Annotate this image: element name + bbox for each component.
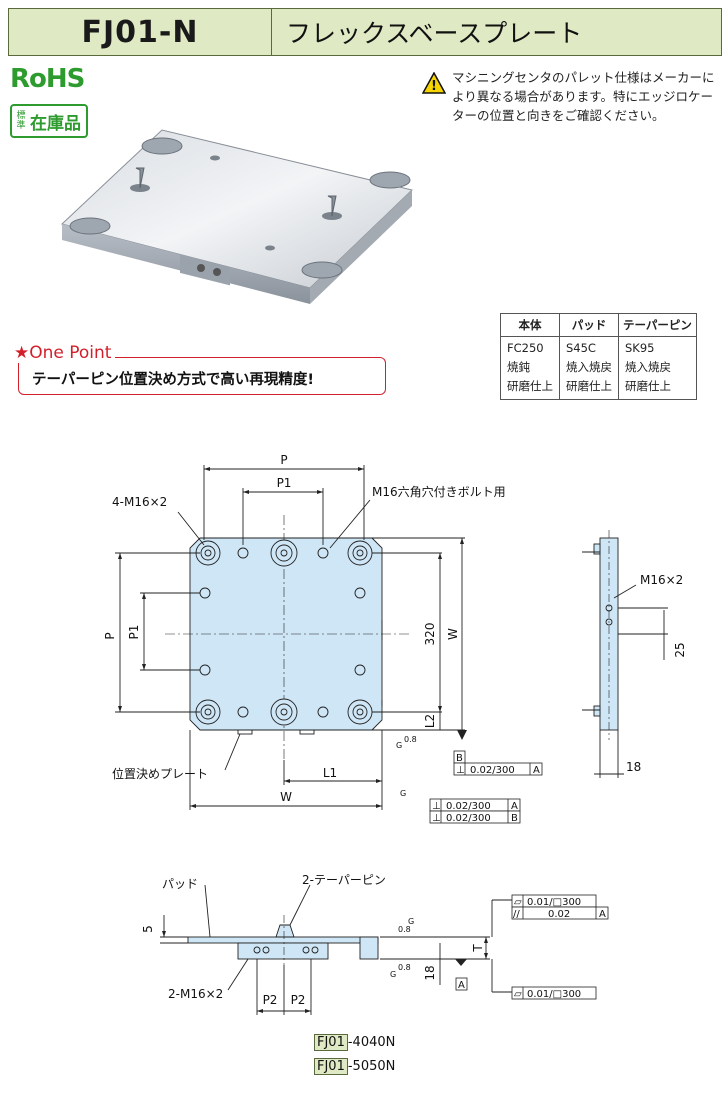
material-cell: 焼入焼戻 [618,358,697,377]
material-col-pad: パッド [559,313,619,337]
product-name: フレックスベースプレート [286,19,583,48]
tol-ref: A [599,909,606,920]
dim-P2-left: P2 [263,993,278,1007]
material-table: 本体 パッド テーパーピン FC250 S45C SK95 焼鈍 焼入焼戻 焼入… [500,313,697,400]
perp-symbol: ⊥ [456,765,465,776]
tol-parallel: 0.02 [548,909,570,920]
model-number: FJ01-5050N [314,1058,396,1075]
front-view-drawing: パッド 2-テーパーピン 5 2-M16×2 P2 P2 T 18 G 0.8 … [141,873,609,1015]
table-row: 焼鈍 焼入焼戻 焼入焼戻 [500,358,697,377]
front-tap-label: 2-M16×2 [168,987,223,1001]
dim-P: P [280,453,287,467]
one-point-box [18,357,386,395]
finish-value: 0.8 [404,735,417,744]
finish-value: 0.8 [398,925,411,934]
perp-symbol: ⊥ [432,801,441,812]
material-cell: SK95 [618,336,697,358]
tol-ref: A [533,765,540,776]
dim-L1: L1 [323,766,337,780]
material-col-body: 本体 [500,313,560,337]
table-row: 研磨仕上 研磨仕上 研磨仕上 [500,377,697,400]
datum-A: A [458,980,465,991]
model-suffix: -5050N [347,1059,396,1074]
model-number: FJ01-4040N [314,1034,396,1051]
material-cell: FC250 [500,336,560,358]
model-tag: FJ01 [314,1034,348,1051]
material-cell: 研磨仕上 [500,377,560,400]
front-dim-5: 5 [141,925,155,933]
bolt-note: M16六角穴付きボルト用 [372,484,506,499]
perp-symbol: ⊥ [432,813,441,824]
datum-B: B [456,753,463,764]
material-col-taper: テーパーピン [618,313,697,337]
svg-text:!: ! [431,79,437,94]
product-code: FJ01-N [9,9,272,55]
parallel-symbol: // [513,909,520,920]
stock-badge-small: 標準 [16,111,26,131]
tol-perp-2: 0.02/300 [446,801,491,812]
locator-label: 位置決めプレート [112,766,208,781]
side-tap: M16×2 [640,573,683,587]
warning-note: マシニングセンタのパレット仕様はメーカーにより異なる場合があります。特にエッジロ… [452,70,715,123]
finish-mark: G [408,917,414,926]
table-row: FC250 S45C SK95 [500,336,697,358]
dim-P1: P1 [277,476,292,490]
taper-pin-label: 2-テーパーピン [302,873,386,887]
dim-P1-left: P1 [127,625,141,640]
tol-ref: A [511,801,518,812]
dim-320: 320 [423,623,437,646]
tol-perp-3: 0.02/300 [446,813,491,824]
dim-P-left: P [103,632,117,639]
finish-mark: G [396,741,402,750]
dim-L2: L2 [423,714,437,728]
one-point-title: ★One Point [14,343,116,363]
side-dim-25: 25 [673,642,687,657]
dim-T: T [471,944,485,953]
dim-P2-right: P2 [291,993,306,1007]
product-photo [60,129,414,304]
tap-label: 4-M16×2 [112,495,167,509]
model-suffix: -4040N [347,1035,396,1050]
front-dim-18: 18 [423,965,437,980]
stock-badge-label: 在庫品 [30,113,81,134]
finish-mark: G [400,789,406,798]
material-cell: 研磨仕上 [618,377,697,400]
tol-flat-1: 0.01/□300 [527,897,581,908]
tol-perp-1: 0.02/300 [470,765,515,776]
material-cell: S45C [559,336,619,358]
pad-label: パッド [162,877,198,891]
warning-triangle-icon: ! [422,72,446,94]
finish-mark: G [390,970,396,979]
dim-W-right: W [446,628,460,640]
stock-badge: 標準 在庫品 [10,104,88,138]
dim-W-bottom: W [280,790,292,804]
flatness-symbol: ▱ [514,897,522,908]
title-bar: FJ01-N フレックスベースプレート [8,8,722,56]
material-cell: 焼鈍 [500,358,560,377]
rohs-logo: RoHS [10,64,85,94]
material-table-header: 本体 パッド テーパーピン [500,313,697,337]
flatness-symbol: ▱ [514,989,522,1000]
top-view-drawing: P P1 4-M16×2 M16六角穴付きボルト用 P P1 320 W L2 … [103,453,687,824]
one-point-text: テーパーピン位置決め方式で高い再現精度! [32,372,314,388]
finish-value: 0.8 [398,963,411,972]
model-tag: FJ01 [314,1058,348,1075]
side-dim-18: 18 [626,760,641,774]
tol-ref: B [511,813,518,824]
material-cell: 研磨仕上 [559,377,619,400]
material-cell: 焼入焼戻 [559,358,619,377]
tol-flat-2: 0.01/□300 [527,989,581,1000]
